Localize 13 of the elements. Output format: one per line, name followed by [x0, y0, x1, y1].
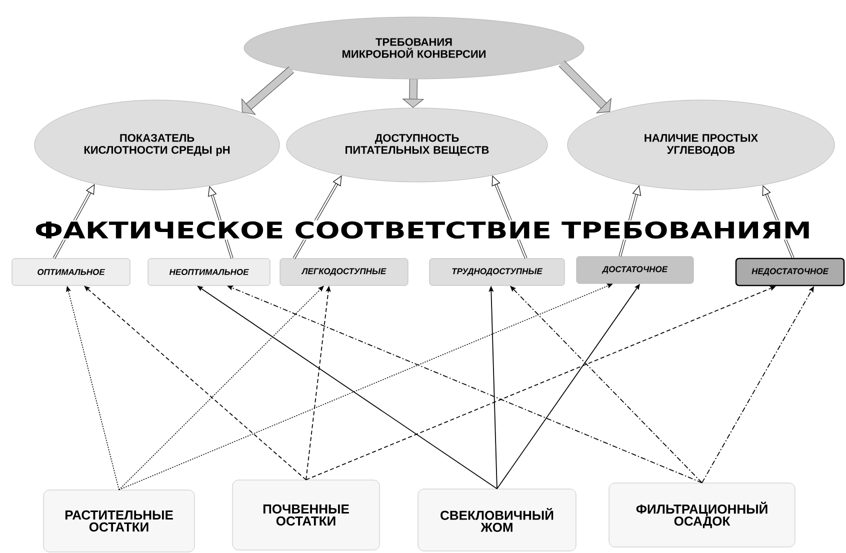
status-box: НЕДОСТАТОЧНОЕ — [735, 258, 845, 286]
source-box: РАСТИТЕЛЬНЫЕ ОСТАТКИ — [43, 490, 195, 552]
source-box: ПОЧВЕННЫЕ ОСТАТКИ — [232, 480, 380, 550]
block-arrow — [558, 60, 612, 114]
status-box: НЕОПТИМАЛЬНОЕ — [148, 258, 270, 286]
status-box: ОПТИМАЛЬНОЕ — [12, 258, 130, 286]
status-box: ЛЕГКОДОСТУПНЫЕ — [280, 258, 408, 286]
source-box: ФИЛЬТРАЦИОННЫЙ ОСАДОК — [608, 482, 796, 548]
status-box: ДОСТАТОЧНОЕ — [576, 256, 694, 284]
source-box: СВЕКЛОВИЧНЫЙ ЖОМ — [418, 488, 576, 552]
banner-heading: ФАКТИЧЕСКОЕ СООТВЕТСТВИЕ ТРЕБОВАНИЯМ — [34, 220, 813, 240]
status-box: ТРУДНОДОСТУПНЫЕ — [429, 258, 565, 286]
block-arrow — [242, 66, 294, 115]
